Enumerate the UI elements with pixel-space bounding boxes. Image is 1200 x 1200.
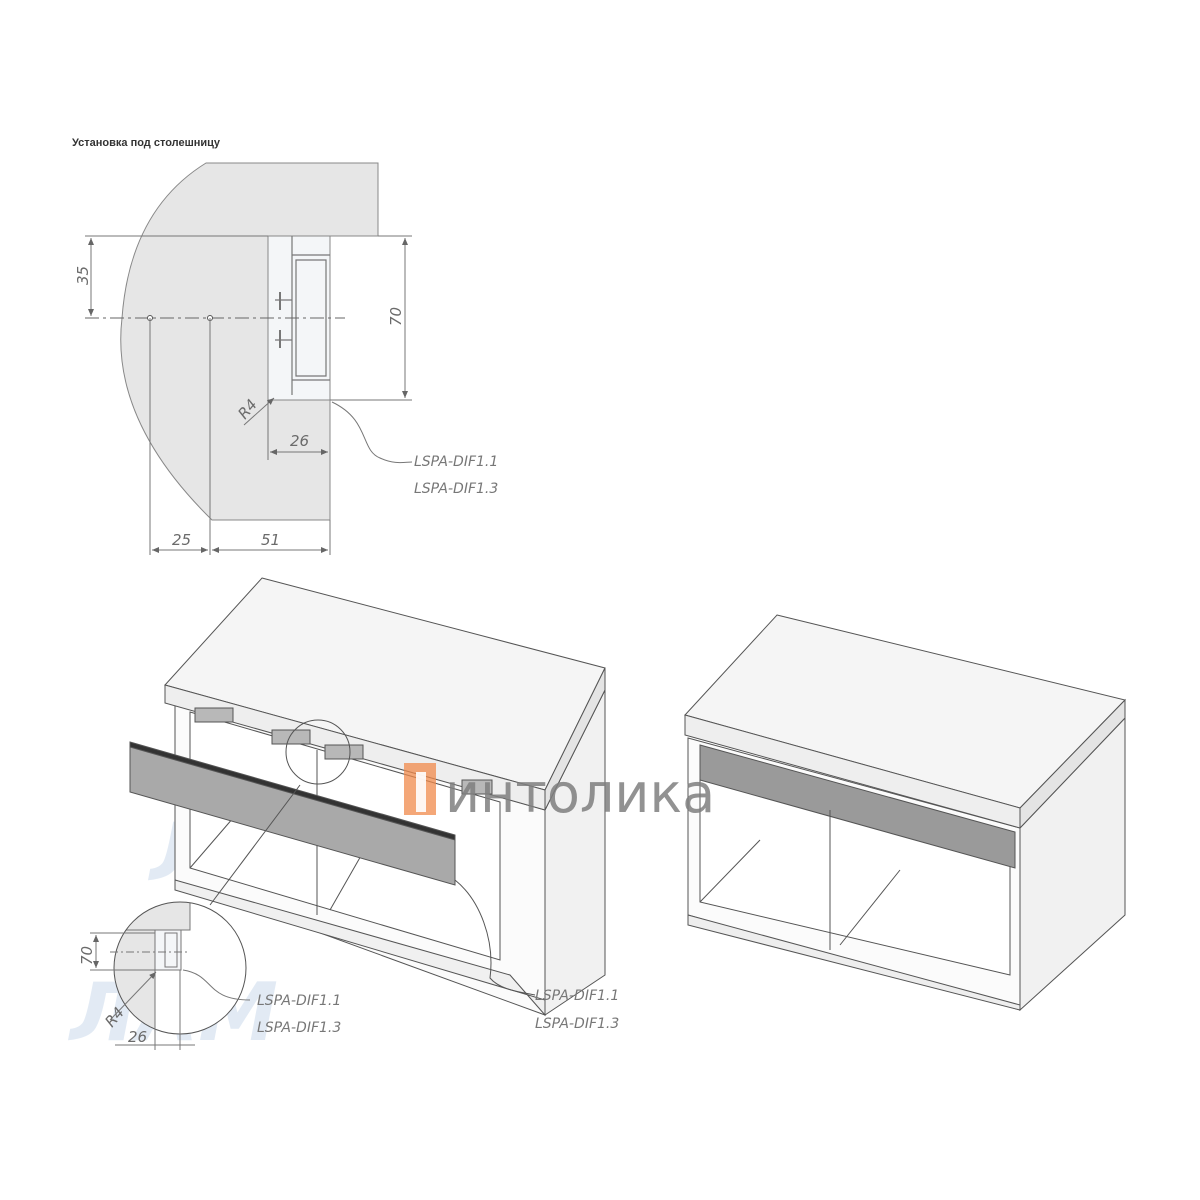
svg-text:26: 26 — [128, 1028, 147, 1046]
cabinet-right — [684, 614, 1126, 1012]
part-label: LSPA-DIF1.3 — [535, 1016, 619, 1032]
cabinet-left — [129, 577, 606, 1017]
svg-text:70: 70 — [387, 307, 405, 326]
svg-text:25: 25 — [172, 531, 191, 549]
svg-text:26: 26 — [290, 432, 309, 450]
section-detail: 35 70 26 25 51 R4 LSPA-DIF1.1 LSPA-DIF1.… — [74, 162, 498, 555]
part-label: LSPA-DIF1.3 — [414, 481, 498, 497]
part-label: LSPA-DIF1.3 — [257, 1020, 341, 1036]
svg-text:интолика: интолика — [445, 762, 715, 825]
svg-text:35: 35 — [74, 266, 92, 285]
drawing-title: Установка под столешницу — [72, 137, 221, 149]
part-label: LSPA-DIF1.1 — [535, 988, 619, 1004]
countertop-section — [120, 162, 379, 521]
part-label: LSPA-DIF1.1 — [414, 454, 498, 470]
svg-text:70: 70 — [78, 946, 96, 965]
svg-text:51: 51 — [261, 531, 280, 549]
profile-strip — [699, 744, 1016, 869]
part-label: LSPA-DIF1.1 — [257, 993, 341, 1009]
brand-watermark: интолика — [404, 762, 715, 825]
